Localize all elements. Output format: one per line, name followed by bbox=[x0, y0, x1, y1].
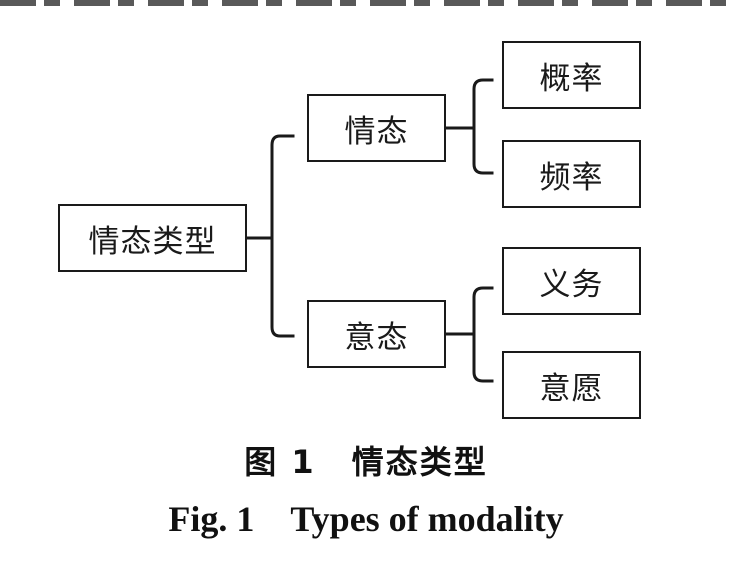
root-node: 情态类型 bbox=[58, 204, 247, 272]
figure-caption-chinese: 图 1 情态类型 bbox=[0, 437, 732, 483]
probability-node: 概率 bbox=[502, 41, 641, 109]
root-bracket bbox=[270, 134, 295, 338]
modalization-bracket bbox=[472, 78, 494, 175]
usuality-node: 频率 bbox=[502, 140, 641, 208]
modalization-node: 情态 bbox=[307, 94, 446, 162]
modulation-node: 意态 bbox=[307, 300, 446, 368]
caption-zh-prefix: 图 1 bbox=[244, 443, 316, 481]
figure-caption-english: Fig. 1 Types of modality bbox=[0, 498, 732, 540]
obligation-node: 义务 bbox=[502, 247, 641, 315]
caption-en-prefix: Fig. 1 bbox=[168, 499, 255, 539]
caption-en-title: Types of modality bbox=[290, 499, 564, 539]
modulation-bracket bbox=[472, 286, 494, 383]
top-edge-artifact bbox=[0, 0, 732, 6]
inclination-node: 意愿 bbox=[502, 351, 641, 419]
caption-zh-title: 情态类型 bbox=[351, 443, 488, 481]
